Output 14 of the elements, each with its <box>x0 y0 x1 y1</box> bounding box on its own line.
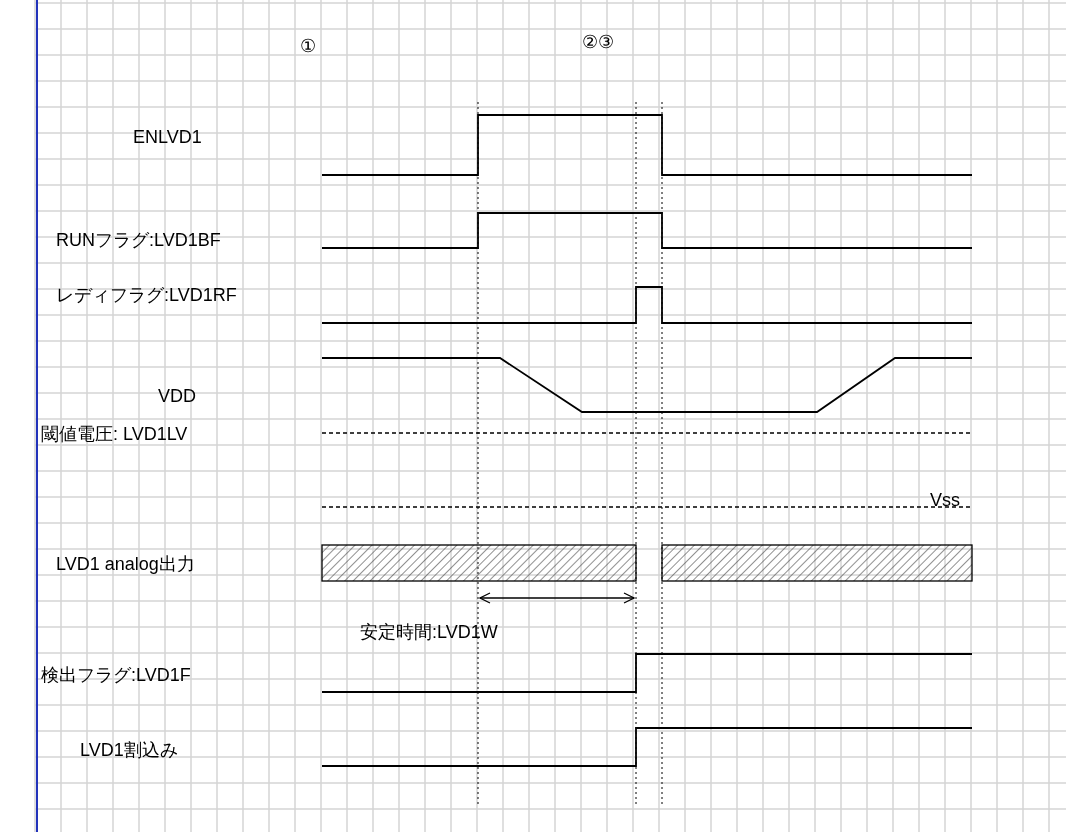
signal-label: LVD1割込み <box>80 739 178 762</box>
hatched-bar <box>321 544 637 582</box>
signal-label: RUNフラグ:LVD1BF <box>56 229 221 252</box>
signal-label: 閾値電圧: LVD1LV <box>41 423 188 446</box>
signal-label: ① <box>300 35 316 58</box>
signal-label: 安定時間:LVD1W <box>360 621 498 644</box>
signal-label: ②③ <box>582 31 614 54</box>
signal-label: ENLVD1 <box>133 126 202 149</box>
signal-label: レディフラグ:LVD1RF <box>56 284 237 307</box>
signal-label: 検出フラグ:LVD1F <box>41 664 191 687</box>
signal-label: VDD <box>158 385 196 408</box>
signal-label: Vss <box>930 489 960 512</box>
hatched-bar <box>661 544 973 582</box>
signal-label: LVD1 analog出力 <box>56 553 195 576</box>
